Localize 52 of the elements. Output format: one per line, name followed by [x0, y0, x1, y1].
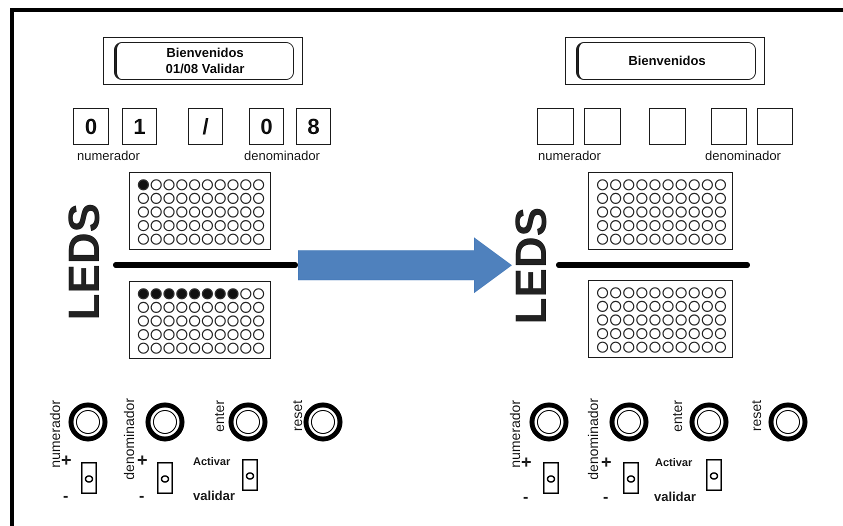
digit-box: [584, 108, 621, 145]
caption-text: validar: [654, 490, 696, 503]
caption-text: denominador: [122, 398, 136, 480]
divider-bar: [113, 262, 298, 268]
display-text: Bienvenidos: [628, 53, 706, 69]
digit-box: [711, 108, 747, 145]
caption-text: numerador: [77, 149, 140, 162]
display-text: Bienvenidos 01/08 Validar: [164, 45, 246, 77]
caption-text: validar: [193, 489, 235, 502]
digit-box: [537, 108, 574, 145]
minus-sign: -: [523, 490, 528, 506]
digit: 0: [84, 114, 98, 140]
plus-sign: +: [521, 453, 532, 471]
digit: 0: [260, 114, 273, 140]
caption-text: numerador: [508, 400, 522, 468]
caption-text: reset: [290, 400, 304, 432]
digit-box: [188, 108, 223, 145]
digit: /: [202, 114, 209, 140]
caption-text: reset: [749, 400, 763, 432]
digit-box: [757, 108, 793, 145]
lcd-display: [103, 37, 303, 85]
plus-sign: +: [137, 451, 148, 469]
minus-sign: -: [603, 490, 608, 506]
divider-bar: [556, 262, 750, 268]
vertical-heading: LEDS: [510, 206, 554, 324]
caption-text: numerador: [48, 400, 62, 468]
digit: 8: [307, 114, 320, 140]
led-matrix: [129, 281, 271, 359]
digit-box: [296, 108, 331, 145]
digit-box: [122, 108, 157, 145]
minus-sign: -: [63, 489, 68, 505]
caption-text: denominador: [586, 398, 600, 480]
lcd-display: [565, 37, 765, 85]
caption-text: Activar: [193, 457, 230, 468]
caption-text: denominador: [244, 149, 320, 162]
caption-text: enter: [670, 400, 684, 432]
digit-box: [649, 108, 686, 145]
caption-text: Activar: [655, 458, 692, 469]
block-arrow: [298, 237, 512, 294]
led-matrix: [129, 172, 271, 250]
led-matrix: [588, 172, 733, 250]
plus-sign: +: [61, 451, 72, 469]
digit-box: [249, 108, 284, 145]
plus-sign: +: [601, 453, 612, 471]
led-matrix: [588, 280, 733, 358]
caption-text: enter: [212, 400, 226, 432]
minus-sign: -: [139, 489, 144, 505]
digit-box: [73, 108, 109, 145]
digit: 1: [133, 114, 146, 140]
vertical-heading: LEDS: [63, 203, 107, 320]
caption-text: denominador: [705, 149, 781, 162]
caption-text: numerador: [538, 149, 601, 162]
